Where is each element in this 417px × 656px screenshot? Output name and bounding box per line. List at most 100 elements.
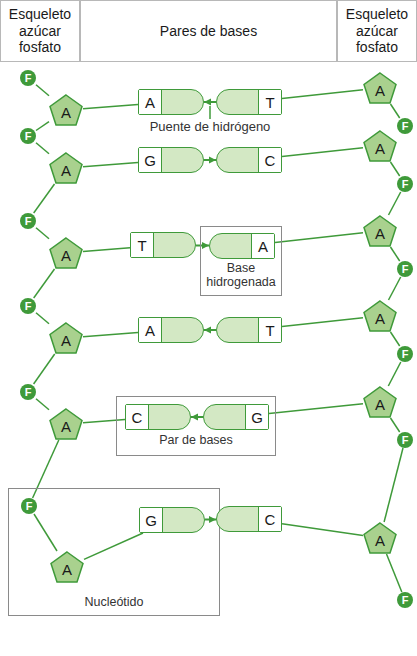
column-header: Esqueleto azúcar fosfato [0, 0, 80, 62]
sugar-letter: A [375, 78, 385, 98]
hydrogen-bond [204, 159, 216, 161]
pentagon-outline [364, 523, 396, 553]
base-letter: G [139, 148, 162, 172]
hydrogen-bond [204, 329, 216, 331]
base-letter: C [258, 507, 281, 531]
backbone-line [387, 554, 402, 592]
backbone-line [83, 420, 125, 423]
backbone-line [384, 448, 403, 522]
phosphate-letter: F [402, 435, 409, 446]
backbone-line [83, 163, 138, 167]
backbone-line [83, 248, 130, 252]
phosphate-letter: F [25, 131, 32, 142]
base-letter: T [258, 90, 281, 114]
base-block: A [138, 89, 204, 115]
backbone-line [275, 233, 363, 243]
callout-frame: Par de bases C G [116, 396, 276, 456]
backbone-line [282, 90, 363, 99]
phosphate-circle: F [20, 384, 36, 400]
backbone-line [34, 514, 57, 551]
backbone-line [391, 104, 400, 118]
phosphate-circle: F [397, 176, 413, 192]
sugar-letter: A [375, 136, 385, 156]
leader-line [209, 106, 211, 119]
base-letter: G [245, 405, 268, 429]
phosphate-letter: F [402, 121, 409, 132]
sugar-pentagon: A [50, 551, 84, 583]
pentagon-outline [50, 95, 82, 125]
phosphate-letter: F [25, 387, 32, 398]
sugar-pentagon: A [363, 72, 397, 104]
base-block: T [130, 232, 196, 258]
backbone-line [391, 247, 400, 261]
frame-label: Par de bases [117, 433, 275, 447]
phosphate-letter: F [402, 349, 409, 360]
base-letter: A [251, 234, 274, 258]
backbone-line [389, 192, 401, 215]
pentagon-outline [50, 238, 82, 268]
backbone-line [36, 143, 49, 154]
hydrogen-bond [205, 518, 216, 520]
header-text: Esqueleto azúcar fosfato [4, 6, 76, 56]
base-letter: G [140, 508, 163, 532]
base-block: T [216, 317, 282, 343]
phosphate-letter: F [402, 595, 409, 606]
base-letter: A [139, 90, 162, 114]
sugar-pentagon: A [363, 522, 397, 554]
hydrogen-bond [204, 101, 216, 103]
phosphate-circle: F [21, 498, 37, 514]
base-letter: C [258, 148, 281, 172]
column-header: Pares de bases [80, 0, 337, 62]
base-letter: T [258, 318, 281, 342]
sugar-letter: A [61, 414, 71, 434]
backbone-line [36, 85, 49, 96]
backbone-line [391, 418, 400, 432]
phosphate-circle: F [397, 118, 413, 134]
backbone-line [34, 269, 55, 298]
pentagon-outline [50, 409, 82, 439]
pentagon-outline [364, 387, 396, 417]
sugar-pentagon: A [49, 322, 83, 354]
backbone-line [36, 313, 49, 324]
hydrogen-bond [191, 416, 203, 418]
phosphate-circle: F [397, 432, 413, 448]
backbone-line [34, 354, 55, 384]
backbone-line [36, 399, 49, 410]
pentagon-outline [364, 301, 396, 331]
bond-label: Puente de hidrógeno [148, 120, 273, 135]
phosphate-circle: F [397, 592, 413, 608]
backbone-line [33, 440, 59, 498]
phosphate-letter: F [25, 216, 32, 227]
backbone-line [282, 318, 363, 327]
sugar-letter: A [61, 328, 71, 348]
header-text: Pares de bases [160, 23, 257, 40]
phosphate-circle: F [20, 298, 36, 314]
backbone-line [282, 524, 363, 536]
pentagon-outline [364, 216, 396, 246]
sugar-letter: A [375, 306, 385, 326]
sugar-letter: A [375, 392, 385, 412]
base-block: A [209, 233, 275, 259]
pentagon-outline [364, 73, 396, 103]
sugar-letter: A [375, 528, 385, 548]
phosphate-circle: F [20, 213, 36, 229]
phosphate-letter: F [25, 73, 32, 84]
base-block: C [216, 147, 282, 173]
sugar-letter: A [62, 557, 72, 577]
sugar-pentagon: A [363, 130, 397, 162]
backbone-line [388, 362, 401, 386]
phosphate-letter: F [402, 179, 409, 190]
base-block: C [216, 506, 282, 532]
base-letter: C [126, 405, 149, 429]
base-letter: A [139, 318, 162, 342]
phosphate-circle: F [397, 261, 413, 277]
sugar-pentagon: A [49, 152, 83, 184]
base-block: G [138, 147, 204, 173]
base-letter: T [131, 233, 154, 257]
sugar-pentagon: A [49, 408, 83, 440]
pentagon-outline [51, 552, 83, 582]
phosphate-letter: F [26, 501, 33, 512]
phosphate-circle: F [20, 128, 36, 144]
base-block: C [125, 404, 191, 430]
sugar-letter: A [61, 243, 71, 263]
